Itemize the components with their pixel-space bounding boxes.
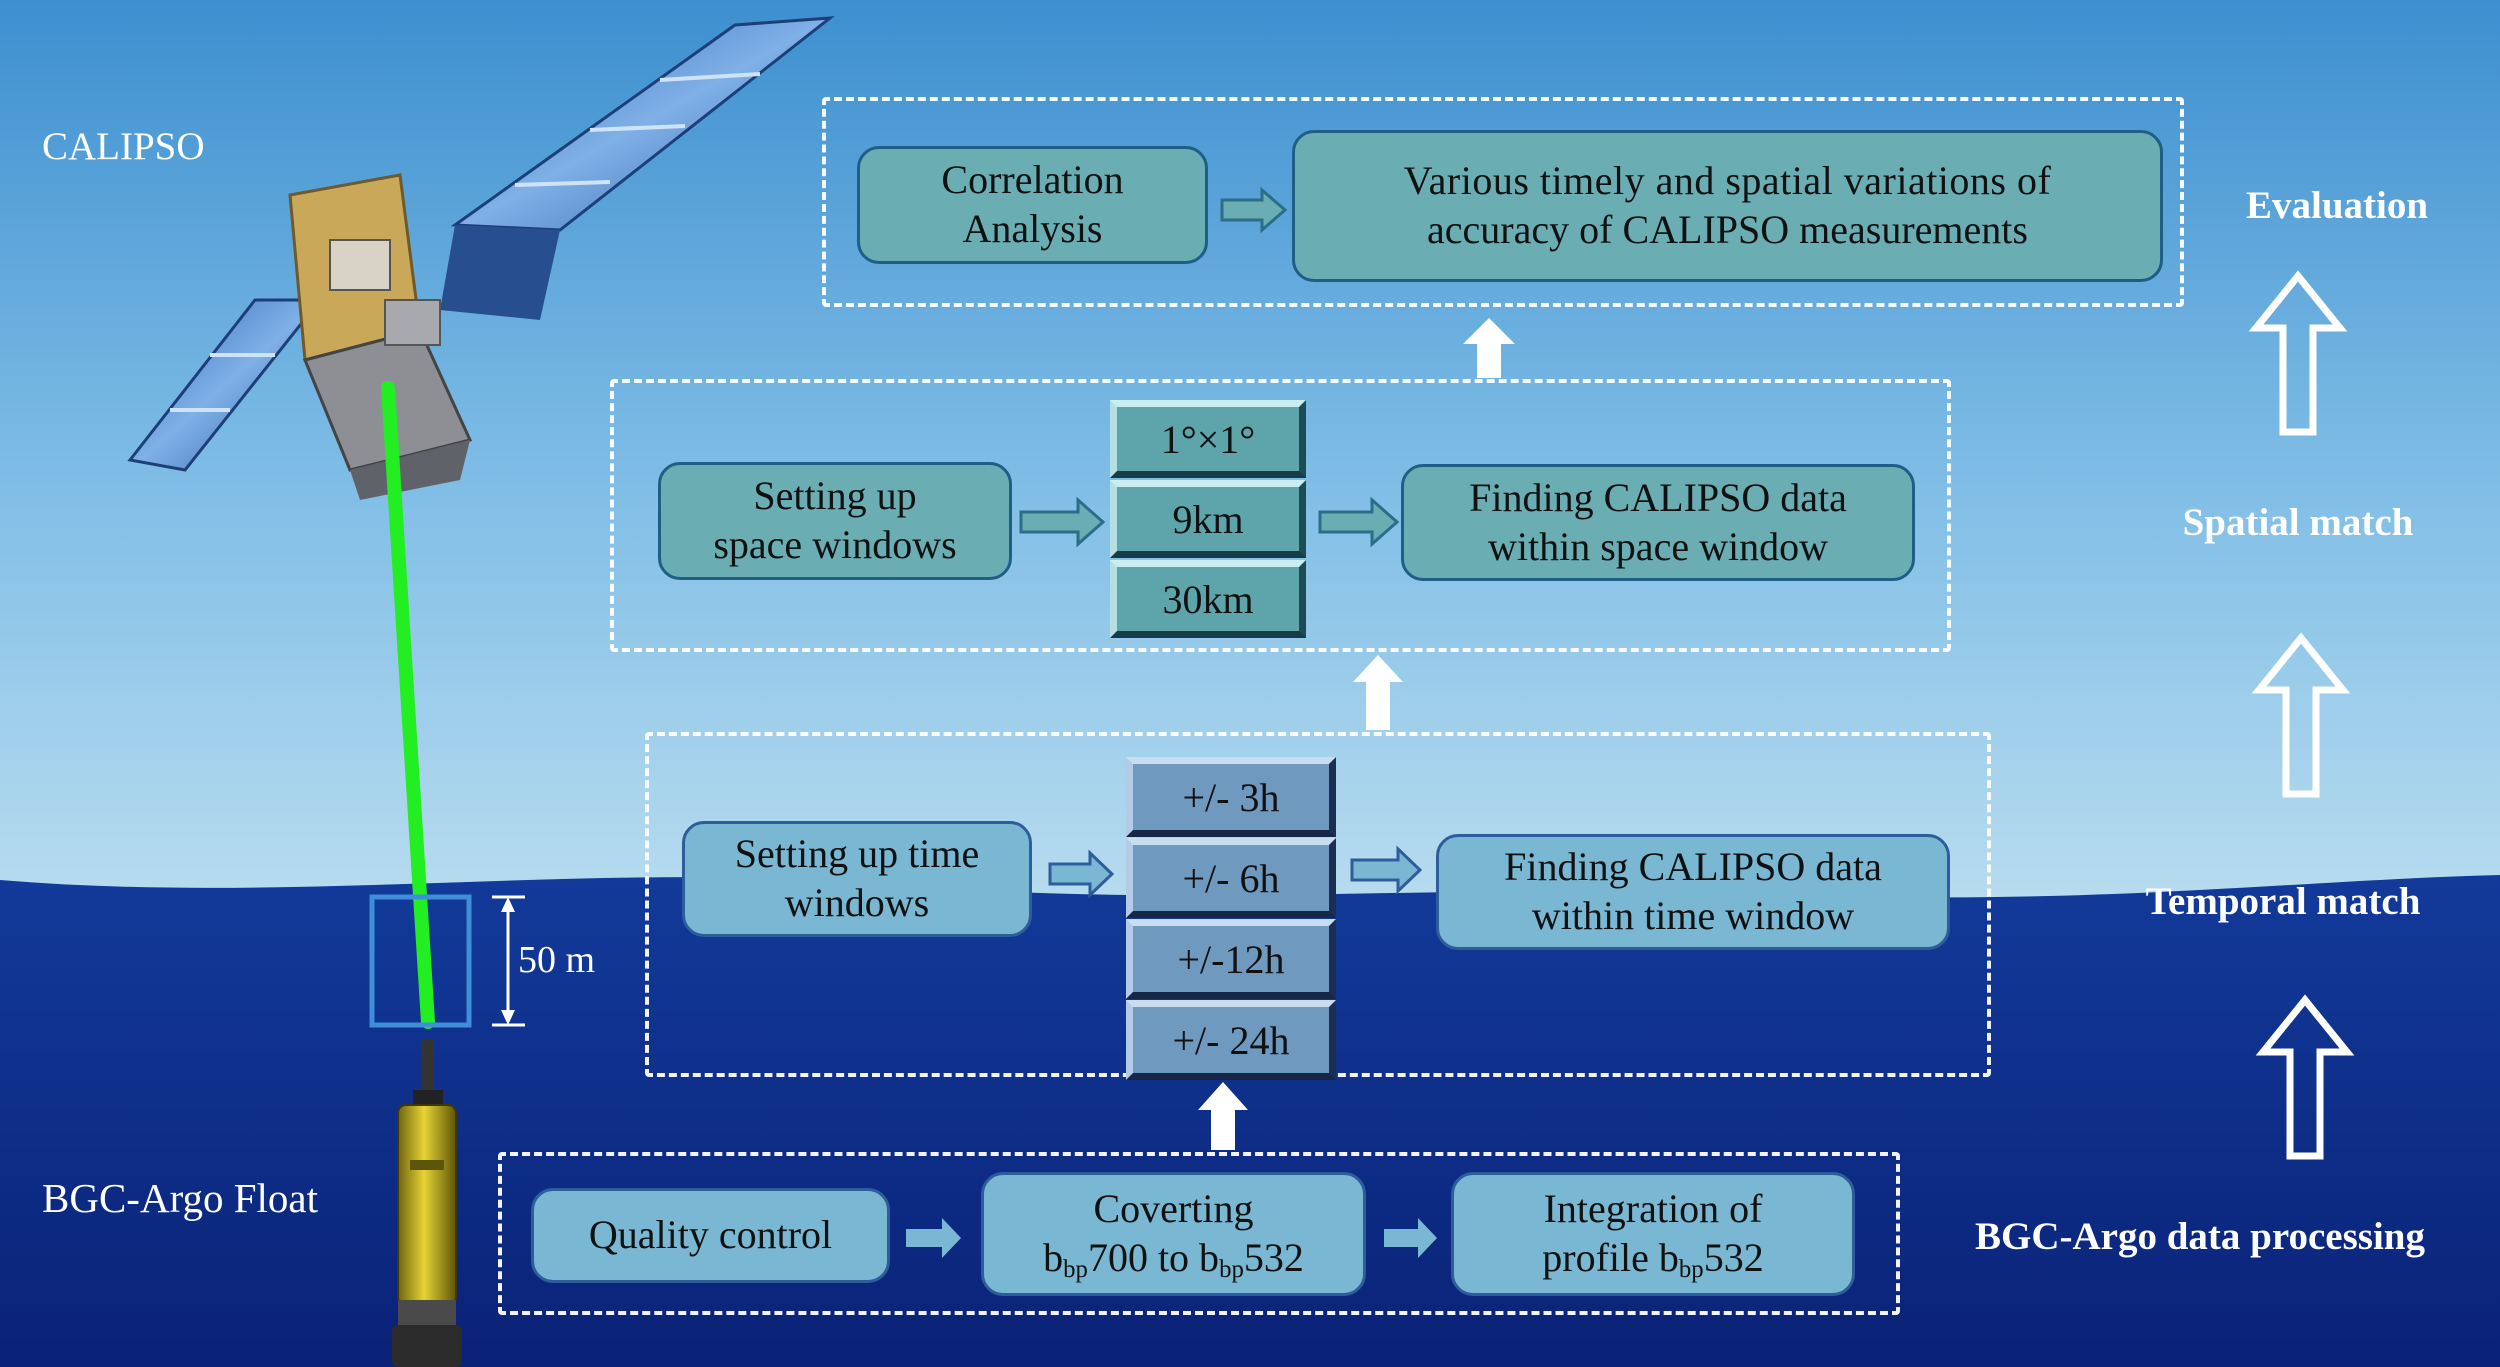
arrow-up-icon [1198, 1082, 1248, 1150]
time-window-value: +/-12h [1177, 936, 1285, 982]
space-find-line2: within space window [1488, 523, 1828, 569]
space-find-line1: Finding CALIPSO data [1469, 474, 1847, 520]
arrow-up-icon [1463, 318, 1515, 378]
hollow-arrow-up-icon [2255, 994, 2355, 1160]
arrow-right-icon [1350, 845, 1423, 895]
time-find-line1: Finding CALIPSO data [1504, 844, 1882, 890]
converting-box: Coverting bbp700 to bbp532 [981, 1172, 1366, 1296]
integrate-line1: Integration of [1543, 1186, 1763, 1232]
convert-line2: bbp700 to bbp532 [1043, 1235, 1304, 1284]
spatial-group [610, 379, 1951, 652]
space-window-option: 9km [1110, 480, 1306, 558]
integration-box: Integration of profile bbp532 [1451, 1172, 1855, 1296]
hollow-arrow-up-icon [2248, 270, 2348, 436]
space-setup-line1: Setting up [753, 473, 917, 519]
satellite-label: CALIPSO [42, 125, 205, 168]
time-window-option: +/- 24h [1126, 1000, 1336, 1080]
arrow-right-icon [906, 1218, 961, 1258]
time-setup-line2: windows [784, 880, 930, 925]
depth-window [369, 894, 472, 1028]
qc-label: Quality control [588, 1212, 833, 1258]
evaluation-group [822, 97, 2184, 307]
time-find-line2: within time window [1531, 893, 1855, 938]
space-window-setup-box: Setting up space windows [658, 462, 1012, 580]
arrow-right-icon [1384, 1218, 1437, 1258]
correlation-line1: Correlation [941, 157, 1124, 203]
arrow-right-icon [1019, 496, 1106, 548]
float-label: BGC-Argo Float [42, 1175, 319, 1221]
stage-label-processing: BGC-Argo data processing [1975, 1215, 2425, 1258]
stage-label-evaluation: Evaluation [2245, 184, 2429, 227]
result-line2: accuracy of CALIPSO measurements [1427, 207, 2028, 252]
quality-control-box: Quality control [531, 1188, 890, 1283]
accuracy-variations-box: Various timely and spatial variations of… [1292, 130, 2163, 282]
find-calipso-time-box: Finding CALIPSO data within time window [1436, 834, 1950, 950]
arrow-right-icon [1318, 496, 1400, 548]
argo-float-icon [392, 1040, 462, 1367]
result-line1: Various timely and spatial variations of [1403, 158, 2052, 204]
time-window-option: +/- 6h [1126, 838, 1336, 918]
hollow-arrow-up-icon [2251, 632, 2351, 798]
solar-panel-icon [440, 16, 835, 320]
depth-label: 50 m [518, 939, 596, 981]
convert-line1: Coverting [1093, 1186, 1254, 1232]
time-window-setup-box: Setting up time windows [682, 821, 1032, 937]
correlation-line2: Analysis [962, 206, 1103, 251]
time-window-value: +/- 6h [1182, 855, 1280, 901]
time-window-value: +/- 24h [1172, 1017, 1290, 1063]
find-calipso-space-box: Finding CALIPSO data within space window [1401, 464, 1915, 581]
arrow-up-icon [1353, 655, 1403, 730]
laser-beam [381, 381, 435, 1029]
time-window-option: +/- 3h [1126, 757, 1336, 837]
arrow-right-icon [1048, 849, 1115, 899]
time-setup-line1: Setting up time [734, 831, 980, 877]
integrate-line2: profile bbp532 [1542, 1235, 1764, 1284]
space-window-value: 30km [1162, 576, 1254, 622]
space-window-value: 1°×1° [1160, 416, 1256, 462]
space-window-value: 9km [1172, 496, 1244, 542]
time-window-value: +/- 3h [1182, 774, 1280, 820]
stage-label-spatial: Spatial match [2182, 501, 2414, 544]
time-window-option: +/-12h [1126, 919, 1336, 999]
correlation-analysis-box: Correlation Analysis [857, 146, 1208, 264]
space-setup-line2: space windows [713, 522, 957, 567]
processing-group [498, 1152, 1900, 1315]
space-window-option: 1°×1° [1110, 400, 1306, 478]
space-window-option: 30km [1110, 560, 1306, 638]
arrow-right-icon [1220, 186, 1288, 234]
stage-label-temporal: Temporal match [2145, 880, 2421, 923]
